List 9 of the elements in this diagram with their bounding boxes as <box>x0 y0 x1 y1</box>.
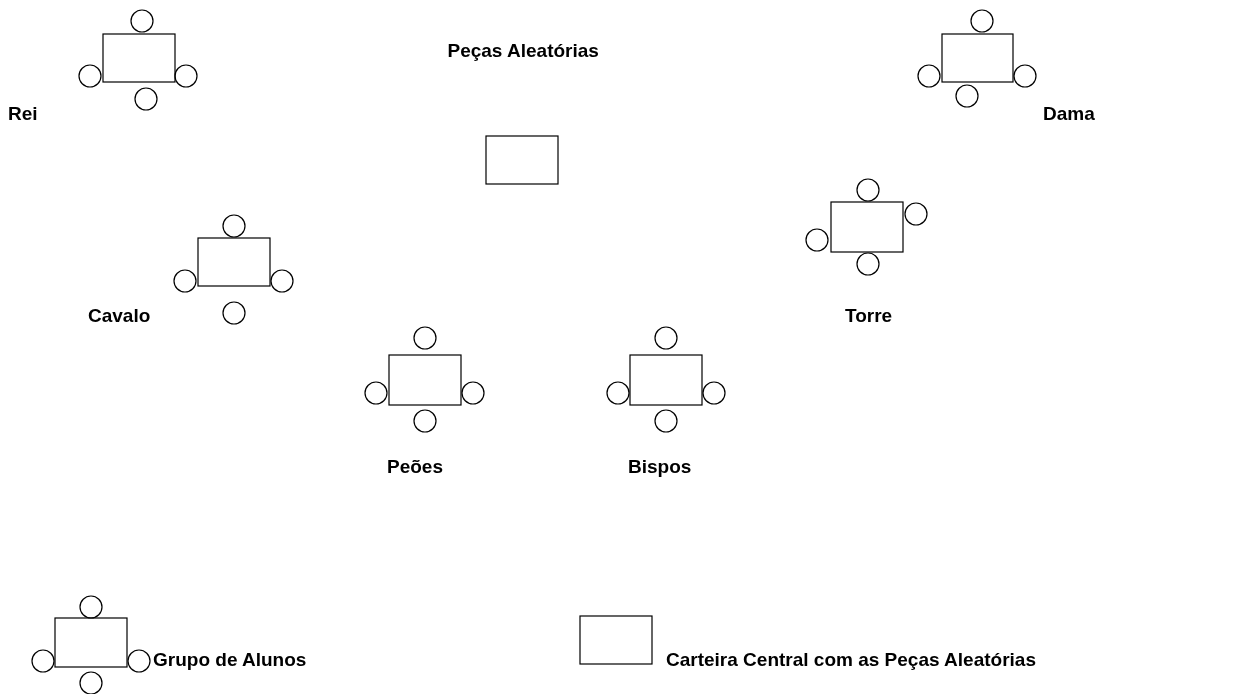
group-label: Peões <box>387 456 443 479</box>
group-label: Torre <box>845 305 893 328</box>
legend-label: Carteira Central com as Peças Aleatórias <box>666 649 1036 672</box>
group-label: Peças Aleatórias <box>447 39 599 63</box>
group-label: Cavalo <box>88 305 151 328</box>
group-label: Bispos <box>628 456 692 479</box>
legend-label: Grupo de Alunos <box>153 649 307 672</box>
group-label: Rei <box>8 103 38 126</box>
group-label: Dama <box>1043 103 1095 126</box>
